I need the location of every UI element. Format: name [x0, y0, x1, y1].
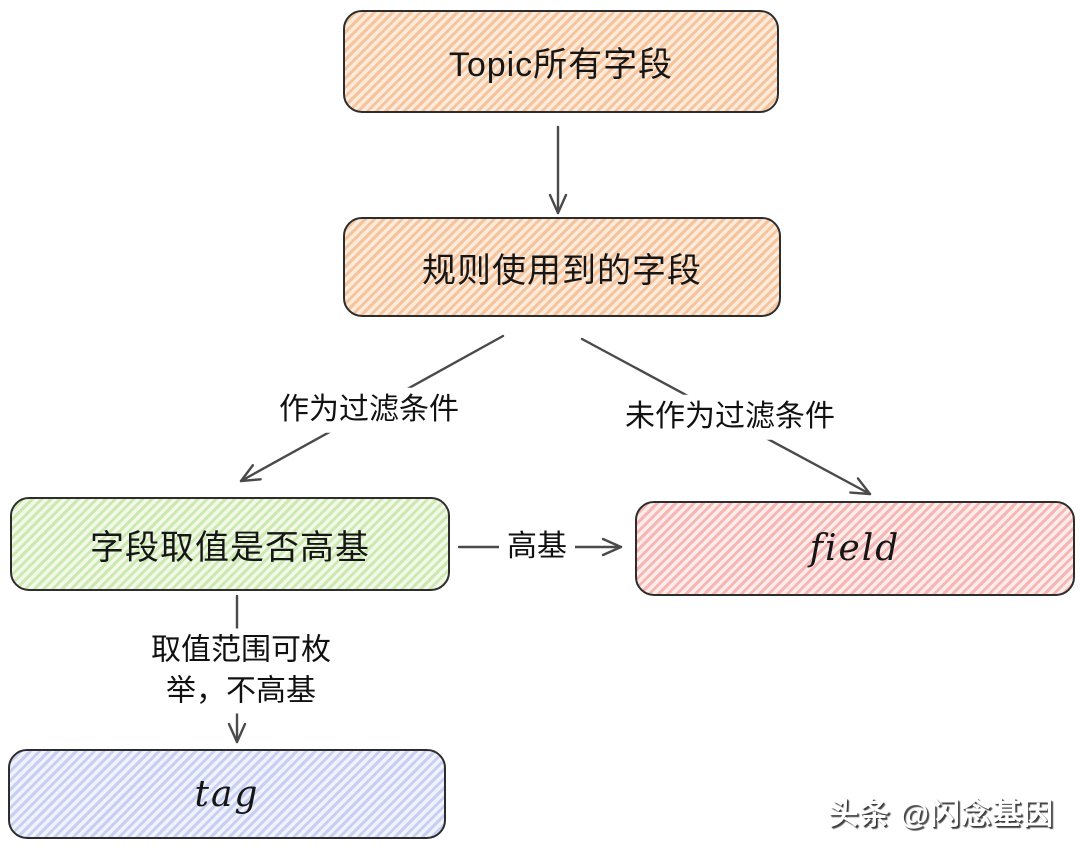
edge-label-enumerable-not-high-cardinality: 取值范围可枚 举，不高基 — [143, 628, 339, 714]
node-field: field — [635, 501, 1075, 596]
node-tag: tag — [8, 749, 446, 839]
node-topic-all-fields: Topic所有字段 — [343, 10, 779, 113]
node-field-label: field — [809, 528, 901, 569]
edge-label-not-as-filter: 未作为过滤条件 — [617, 394, 843, 440]
node-cardinality-label: 字段取值是否高基 — [90, 528, 370, 567]
node-topic-label: Topic所有字段 — [448, 46, 674, 84]
node-tag-label: tag — [194, 773, 260, 815]
node-value-high-cardinality: 字段取值是否高基 — [10, 497, 450, 591]
edge-label-high-cardinality: 高基 — [499, 524, 575, 570]
node-rules-label: 规则使用到的字段 — [422, 251, 702, 290]
node-rule-used-fields: 规则使用到的字段 — [343, 217, 781, 317]
edge-label-as-filter: 作为过滤条件 — [271, 387, 467, 433]
watermark-toutiao: 头条 @闪念基因 — [828, 798, 1054, 831]
